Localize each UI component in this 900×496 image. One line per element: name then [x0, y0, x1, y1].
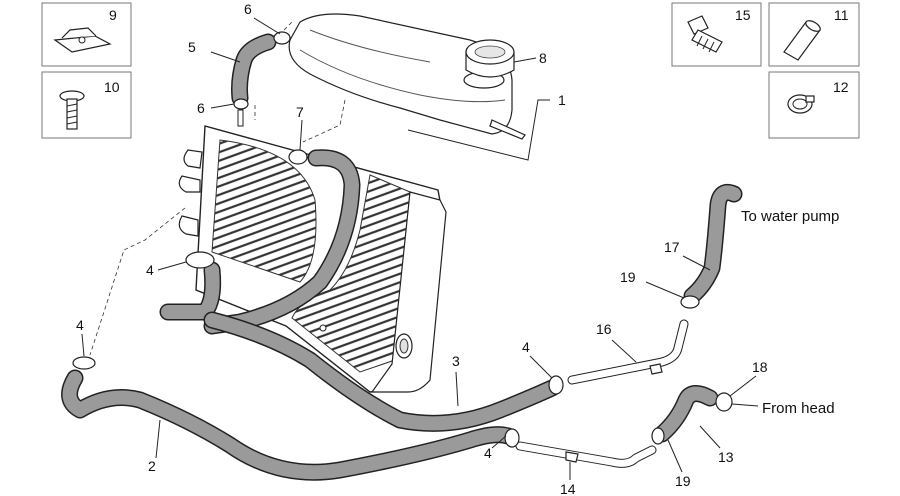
clamp-18 [715, 392, 733, 412]
detail-box-15 [671, 2, 762, 67]
label-19-bottom: 19 [675, 473, 691, 489]
detail-box-10 [41, 71, 132, 139]
label-6-top: 6 [244, 1, 252, 17]
label-15: 15 [735, 7, 751, 23]
clamp-19-bottom [651, 427, 665, 445]
label-6-bottom: 6 [197, 100, 205, 116]
note-to-water-pump: To water pump [741, 208, 839, 225]
label-3: 3 [452, 353, 460, 369]
clamp-7 [288, 149, 308, 165]
label-17: 17 [664, 239, 680, 255]
detail-box-11 [768, 2, 860, 67]
label-7: 7 [296, 104, 304, 120]
note-from-head: From head [762, 400, 835, 417]
label-13: 13 [718, 449, 734, 465]
label-4-hose2: 4 [484, 445, 492, 461]
label-8: 8 [539, 50, 547, 66]
clamp-4-radiator [185, 251, 215, 269]
label-2: 2 [148, 458, 156, 474]
label-12: 12 [833, 79, 849, 95]
dash-4-to-hose2 [89, 207, 186, 356]
dash-tank-to-7 [302, 99, 346, 143]
dash-6-to-tank [283, 19, 295, 31]
label-4-hose3: 4 [522, 339, 530, 355]
clamp-4-hose3 [548, 375, 564, 395]
label-16: 16 [596, 321, 612, 337]
label-11: 11 [834, 7, 849, 23]
expansion-tank [288, 13, 526, 140]
detail-box-12 [768, 71, 860, 139]
label-1: 1 [558, 92, 566, 108]
clamp-6-bottom [233, 98, 249, 110]
label-4-left: 4 [76, 317, 84, 333]
label-19-top: 19 [620, 269, 636, 285]
detail-box-9 [41, 2, 132, 67]
label-4-radiator: 4 [146, 262, 154, 278]
clamp-6-top [273, 31, 291, 45]
radiator [178, 109, 447, 393]
clamp-4-left [72, 356, 96, 370]
clamp-4-hose2 [504, 428, 520, 448]
label-18: 18 [752, 359, 768, 375]
label-9: 9 [109, 7, 117, 23]
label-10: 10 [104, 79, 120, 95]
label-14: 14 [560, 481, 576, 496]
label-5: 5 [188, 39, 196, 55]
clamp-19-top [680, 295, 700, 309]
